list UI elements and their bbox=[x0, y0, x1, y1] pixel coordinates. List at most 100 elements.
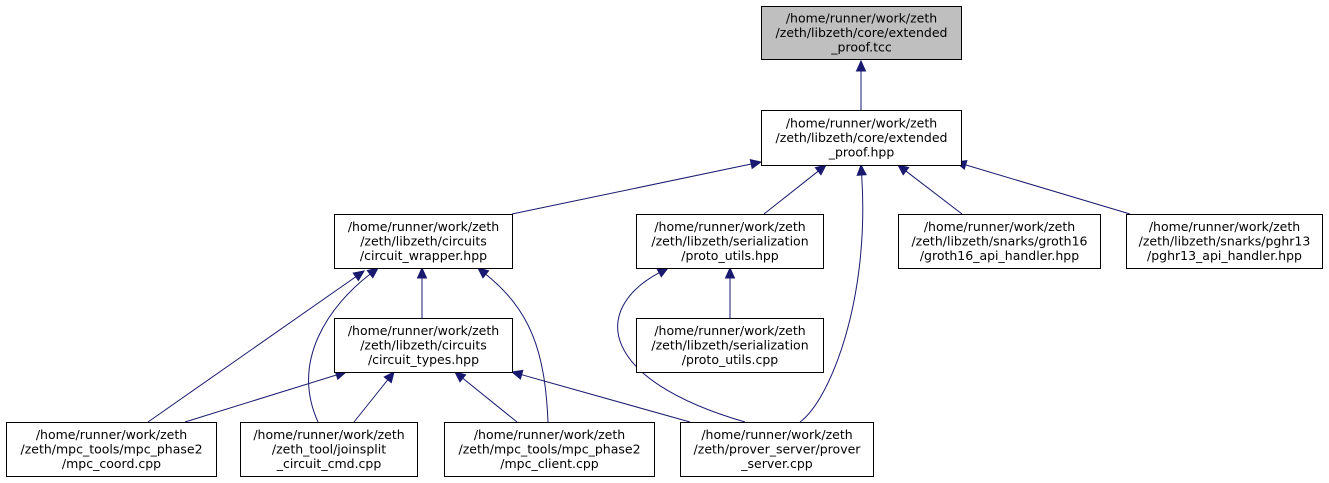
edge-line bbox=[147, 276, 357, 423]
arrowhead bbox=[454, 371, 467, 383]
node-label-line: /zeth/libzeth/circuits bbox=[360, 338, 487, 353]
edge-pghr13_api_handler_hpp-to-extended_proof_hpp bbox=[954, 159, 1131, 215]
node-label-line: /circuit_types.hpp bbox=[368, 352, 479, 367]
edge-mpc_coord_cpp-to-circuit_types_hpp bbox=[184, 370, 348, 423]
node-proto_utils_cpp[interactable]: /home/runner/work/zeth/zeth/libzeth/seri… bbox=[636, 318, 824, 373]
arrowhead bbox=[352, 270, 365, 282]
edge-mpc_coord_cpp-to-circuit_wrapper_hpp bbox=[147, 270, 365, 423]
edge-line bbox=[521, 374, 691, 423]
node-box bbox=[761, 6, 962, 60]
node-label-line: /zeth/libzeth/core/extended bbox=[776, 25, 948, 40]
node-layer: /home/runner/work/zeth/zeth/libzeth/core… bbox=[6, 6, 1323, 477]
edge-line bbox=[763, 170, 819, 215]
node-circuit_wrapper_hpp[interactable]: /home/runner/work/zeth/zeth/libzeth/circ… bbox=[334, 214, 513, 269]
node-mpc_client_cpp[interactable]: /home/runner/work/zeth/zeth/mpc_tools/mp… bbox=[444, 422, 655, 477]
edge-line bbox=[799, 174, 864, 423]
node-label-line: /zeth/mpc_tools/mpc_phase2 bbox=[458, 442, 640, 457]
edge-joinsplit_circuit_cmd_cpp-to-circuit_wrapper_hpp bbox=[308, 267, 379, 423]
node-box bbox=[6, 422, 217, 477]
node-label-line: /home/runner/work/zeth bbox=[348, 219, 499, 234]
node-proto_utils_hpp[interactable]: /home/runner/work/zeth/zeth/libzeth/seri… bbox=[636, 214, 824, 269]
node-label-line: /home/runner/work/zeth bbox=[924, 219, 1075, 234]
node-label-line: /home/runner/work/zeth bbox=[654, 219, 805, 234]
arrowhead bbox=[477, 267, 490, 279]
node-label-line: /groth16_api_handler.hpp bbox=[920, 248, 1079, 263]
arrowhead bbox=[749, 158, 763, 170]
edge-line bbox=[184, 374, 337, 423]
node-box bbox=[898, 214, 1101, 269]
node-box bbox=[1126, 214, 1323, 269]
node-label-line: /zeth/prover_server/prover bbox=[694, 442, 862, 457]
node-label-line: /zeth/libzeth/circuits bbox=[360, 234, 487, 249]
node-box bbox=[444, 422, 655, 477]
edge-joinsplit_circuit_cmd_cpp-to-circuit_types_hpp bbox=[353, 371, 395, 423]
node-joinsplit_circuit_cmd_cpp[interactable]: /home/runner/work/zeth/zeth_tool/joinspl… bbox=[240, 422, 418, 477]
edge-line bbox=[353, 379, 389, 423]
arrowhead bbox=[897, 164, 910, 176]
edge-mpc_client_cpp-to-circuit_wrapper_hpp bbox=[477, 267, 549, 423]
node-label-line: /zeth/libzeth/snarks/groth16 bbox=[911, 234, 1087, 249]
node-label-line: /zeth/libzeth/serialization bbox=[651, 234, 808, 249]
node-label-line: /home/runner/work/zeth bbox=[253, 427, 404, 442]
node-label-line: /home/runner/work/zeth bbox=[701, 427, 852, 442]
node-label-line: /home/runner/work/zeth bbox=[474, 427, 625, 442]
node-label-line: /zeth/libzeth/snarks/pghr13 bbox=[1139, 234, 1311, 249]
node-extended_proof_tcc[interactable]: /home/runner/work/zeth/zeth/libzeth/core… bbox=[761, 6, 962, 60]
node-box bbox=[240, 422, 418, 477]
node-box bbox=[636, 318, 824, 373]
arrowhead bbox=[656, 267, 670, 278]
node-label-line: /zeth_tool/joinsplit bbox=[272, 442, 386, 457]
edge-extended_proof_hpp-to-extended_proof_tcc bbox=[855, 59, 867, 110]
edge-proto_utils_hpp-to-extended_proof_hpp bbox=[763, 164, 827, 215]
node-circuit_types_hpp[interactable]: /home/runner/work/zeth/zeth/libzeth/circ… bbox=[334, 318, 513, 373]
node-label-line: _proof.hpp bbox=[828, 145, 895, 160]
arrowhead bbox=[510, 369, 524, 380]
edge-line bbox=[617, 272, 746, 423]
node-extended_proof_hpp[interactable]: /home/runner/work/zeth/zeth/libzeth/core… bbox=[761, 110, 962, 166]
node-label-line: /zeth/mpc_tools/mpc_phase2 bbox=[20, 442, 202, 457]
node-label-line: /home/runner/work/zeth bbox=[1149, 219, 1300, 234]
edge-line bbox=[905, 170, 963, 215]
node-label-line: _proof.tcc bbox=[830, 40, 892, 55]
edge-layer bbox=[147, 59, 1131, 423]
node-label-line: /home/runner/work/zeth bbox=[36, 427, 187, 442]
node-label-line: /mpc_coord.cpp bbox=[62, 456, 161, 471]
edge-line bbox=[485, 273, 549, 423]
arrowhead bbox=[856, 163, 867, 176]
node-label-line: _circuit_cmd.cpp bbox=[276, 456, 382, 471]
edge-line bbox=[511, 163, 752, 215]
arrowhead bbox=[383, 371, 395, 384]
edge-line bbox=[462, 377, 518, 423]
node-prover_server_cpp[interactable]: /home/runner/work/zeth/zeth/prover_serve… bbox=[680, 422, 874, 477]
node-box bbox=[680, 422, 874, 477]
edge-proto_utils_cpp-to-proto_utils_hpp bbox=[724, 266, 736, 318]
arrowhead bbox=[366, 267, 379, 279]
edge-circuit_wrapper_hpp-to-extended_proof_hpp bbox=[511, 158, 763, 215]
node-label-line: /zeth/libzeth/serialization bbox=[651, 338, 808, 353]
arrowhead bbox=[416, 266, 428, 279]
edge-circuit_types_hpp-to-circuit_wrapper_hpp bbox=[416, 266, 428, 318]
node-label-line: /home/runner/work/zeth bbox=[786, 11, 937, 26]
node-label-line: /zeth/libzeth/core/extended bbox=[776, 130, 948, 145]
edge-line bbox=[965, 164, 1131, 215]
node-box bbox=[636, 214, 824, 269]
node-label-line: /circuit_wrapper.hpp bbox=[360, 248, 487, 263]
node-label-line: _server.cpp bbox=[740, 456, 812, 471]
node-label-line: /proto_utils.cpp bbox=[682, 352, 779, 367]
node-label-line: /mpc_client.cpp bbox=[500, 456, 599, 471]
arrowhead bbox=[724, 266, 736, 279]
node-label-line: /proto_utils.hpp bbox=[681, 248, 779, 263]
arrowhead bbox=[855, 59, 867, 72]
edge-prover_server_cpp-to-extended_proof_hpp bbox=[799, 163, 867, 423]
edge-line bbox=[308, 273, 371, 423]
node-box bbox=[761, 110, 962, 166]
edge-groth16_api_handler_hpp-to-extended_proof_hpp bbox=[897, 164, 963, 215]
edge-mpc_client_cpp-to-circuit_types_hpp bbox=[454, 371, 518, 423]
edge-prover_server_cpp-to-circuit_types_hpp bbox=[510, 369, 691, 423]
node-label-line: /pghr13_api_handler.hpp bbox=[1147, 248, 1302, 263]
node-mpc_coord_cpp[interactable]: /home/runner/work/zeth/zeth/mpc_tools/mp… bbox=[6, 422, 217, 477]
node-box bbox=[334, 214, 513, 269]
node-pghr13_api_handler_hpp[interactable]: /home/runner/work/zeth/zeth/libzeth/snar… bbox=[1126, 214, 1323, 269]
node-groth16_api_handler_hpp[interactable]: /home/runner/work/zeth/zeth/libzeth/snar… bbox=[898, 214, 1101, 269]
